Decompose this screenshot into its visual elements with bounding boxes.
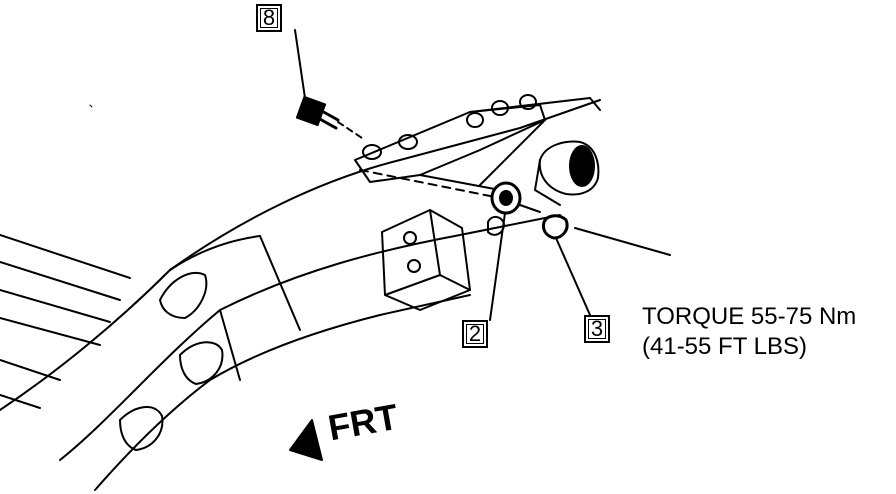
torque-line-2: (41-55 FT LBS) [642,333,807,360]
bolt-8-assembly [294,29,366,141]
mount-bracket [381,209,471,311]
callout-3-inner-border [588,319,606,339]
callout-8-label: 8 [262,5,276,30]
frame-body [0,99,601,491]
frt-arrow [289,419,323,461]
mount-cylinder [534,140,600,206]
callout-3-label: 3 [590,316,604,341]
callout-3: 3 [584,315,610,343]
torque-spec: TORQUE 55-75 Nm (41-55 FT LBS) [642,302,856,362]
upper-plate [354,94,601,191]
callout-2-label: 2 [468,321,482,346]
callout-8: 8 [256,4,282,32]
callout-2: 2 [462,320,488,348]
frame-rails [0,234,131,409]
torque-line-1: TORQUE 55-75 Nm [642,303,857,330]
callout-8-inner-border [260,8,278,28]
callout-2-inner-border [466,324,484,344]
through-bolt-line [359,169,671,321]
